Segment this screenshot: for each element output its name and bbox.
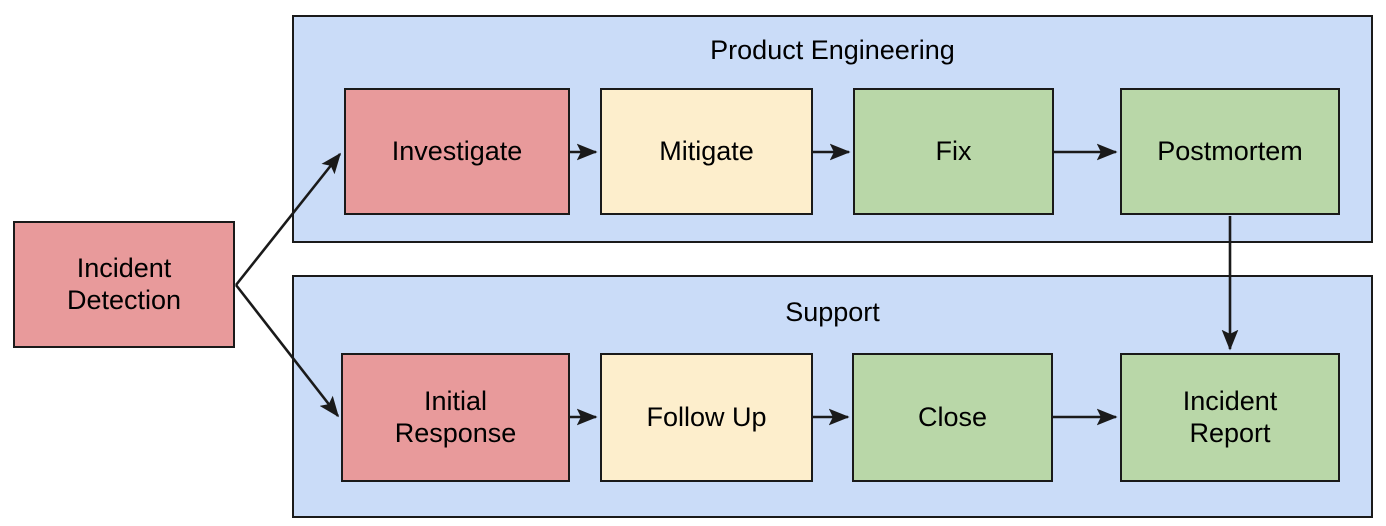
- node-close[interactable]: Close: [852, 353, 1053, 482]
- node-incident-report[interactable]: Incident Report: [1120, 353, 1340, 482]
- node-initial-response[interactable]: Initial Response: [341, 353, 570, 482]
- node-mitigate[interactable]: Mitigate: [600, 88, 813, 215]
- swimlane-title-support: Support: [785, 297, 880, 327]
- swimlane-title-product-engineering: Product Engineering: [710, 35, 955, 65]
- node-postmortem[interactable]: Postmortem: [1120, 88, 1340, 215]
- node-investigate[interactable]: Investigate: [344, 88, 570, 215]
- node-incident-detection[interactable]: Incident Detection: [13, 221, 235, 348]
- node-follow-up[interactable]: Follow Up: [600, 353, 813, 482]
- node-fix[interactable]: Fix: [853, 88, 1054, 215]
